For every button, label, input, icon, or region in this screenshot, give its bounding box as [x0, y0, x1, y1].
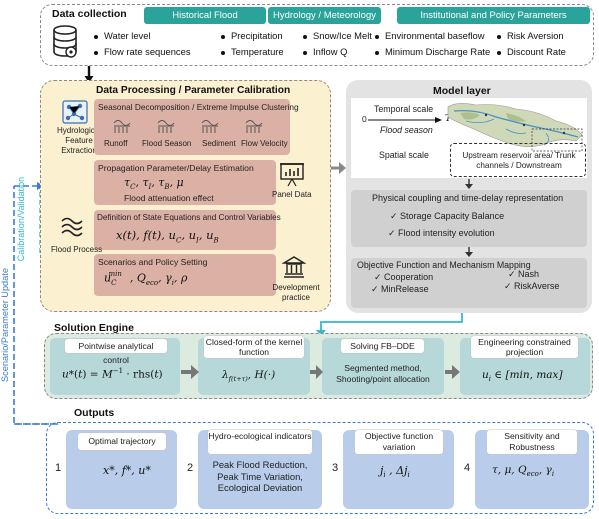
solution-card-4-math: ui ∈ [min, max] [482, 369, 563, 384]
output-card-2-label: Hydro-ecological indicators [208, 430, 312, 454]
output-card-1-label: Optimal trajectory [78, 433, 166, 450]
spatial-scale-label: Spatial scale [379, 150, 429, 160]
tab-hydrology-meteorology[interactable]: Hydrology / Meteorology [268, 7, 381, 24]
data-processing-title: Data Processing / Parameter Calibration [96, 85, 291, 96]
panel-data-label: Panel Data [272, 190, 312, 199]
output-card-4-math: τ, μ, Qeco, γi [492, 464, 555, 479]
output-num-2: 2 [187, 462, 194, 474]
flood-process-label: Flood Process [51, 245, 103, 254]
model-layer-title: Model layer [433, 85, 491, 97]
output-card-2-text: Peak Flood Reduction, Peak Time Variatio… [212, 459, 308, 493]
solution-card-3-label: Solving FB–DDE [341, 339, 424, 353]
basin-map [447, 103, 583, 152]
output-num-3: 3 [332, 462, 339, 474]
check-storage: ✓ Storage Capacity Balance [390, 211, 505, 221]
solution-card-4-label: Engineering constrained projection [471, 336, 578, 358]
solution-card-3-text: Segmented method, Shooting/point allocat… [336, 363, 430, 384]
outputs-panel [46, 422, 594, 514]
map-caption: Upstream reservoir area/ Trunk channels … [462, 151, 576, 170]
obj-riskaverse: ✓ RiskAverse [504, 281, 560, 291]
icon-label-flood-season: Flood Season [142, 139, 192, 148]
obj-nash: ✓ Nash [508, 269, 540, 279]
state-equations-title: Definition of State Equations and Contro… [97, 213, 281, 222]
solution-card-1-label: Pointwise analytical control [65, 339, 167, 365]
solution-card-2-label: Closed-form of the kernel function [204, 336, 304, 358]
item-risk-aversion: Risk Aversion [497, 30, 564, 41]
solution-card-2-math: λf(t+τ), H(·) [222, 369, 276, 384]
item-discount-rate: Discount Rate [497, 46, 566, 57]
propagation-subtitle: Flood attenuation effect [124, 193, 214, 203]
solution-engine-title: Solution Engine [54, 322, 134, 334]
propagation-title: Propagation Parameter/Delay Estimation [98, 163, 254, 173]
seasonal-decomposition-title: Seasonal Decomposition / Extreme Impulse… [98, 102, 299, 112]
output-card-4-label: Sensitivity and Robustness [487, 430, 577, 454]
axis-end-label: T [445, 113, 452, 124]
arrow-processing-to-model [331, 162, 346, 174]
institution-icon [282, 256, 306, 278]
state-equations-box [94, 210, 276, 250]
data-collection-panel [40, 4, 594, 66]
scenarios-title: Scenarios and Policy Setting [98, 257, 208, 267]
hydrological-feature-label: Hydrological Feature Extraction [56, 126, 102, 155]
network-icon [62, 100, 88, 124]
icon-label-flow-velocity: Flow Velocity [241, 139, 288, 148]
obj-minrelease: ✓ MinRelease [371, 284, 429, 294]
obj-cooperation: ✓ Cooperation [374, 272, 434, 282]
database-icon [53, 25, 77, 58]
propagation-box [94, 160, 276, 205]
item-flow-rate: Flow rate sequences [94, 46, 191, 57]
output-card-3-math: ji , Δji [380, 464, 410, 480]
arrow-model-1 [465, 179, 473, 189]
scenarios-box [94, 254, 276, 296]
item-snow-ice-melt: Snow/Ice Melt [303, 30, 372, 41]
temporal-scale-label: Temporal scale [374, 104, 434, 114]
checkmark-icon: ✓ [388, 228, 399, 238]
time-axis-arrow [368, 117, 442, 123]
checkmark-icon: ✓ [390, 211, 401, 221]
panel-data-icon [280, 163, 304, 187]
coupling-box [351, 190, 587, 247]
output-num-1: 1 [55, 462, 62, 474]
item-environmental-baseflow: Environmental baseflow [375, 30, 485, 41]
state-equations-math: x(t), f(t), uC, uI, uB [116, 228, 219, 245]
icon-label-sediment: Sediment [202, 139, 236, 148]
item-minimum-discharge: Minimum Discharge Rate [375, 46, 490, 57]
map-dashed-frame [450, 143, 586, 177]
item-temperature: Temperature [221, 46, 284, 57]
development-practice-label: Development practice [272, 283, 320, 302]
arrow-model-2 [465, 247, 473, 257]
check-flood-intensity: ✓ Flood intensity evolution [388, 228, 495, 238]
flood-wave-icon [61, 217, 83, 237]
icon-label-runoff: Runoff [104, 139, 128, 148]
data-collection-title: Data collection [52, 8, 127, 20]
tab-institutional-policy[interactable]: Institutional and Policy Parameters [397, 7, 590, 24]
output-card-3-label: Objective function variation [355, 430, 443, 454]
arrow-down-collection [84, 66, 94, 83]
solution-card-1-math: u*(t) = M−1 · rhs(t) [62, 367, 163, 381]
coupling-title: Physical coupling and time-delay represe… [372, 193, 564, 203]
output-card-1-math: x*, f*, u* [103, 464, 151, 477]
outputs-title: Outputs [74, 407, 115, 419]
item-precipitation: Precipitation [221, 30, 283, 41]
flood-season-label: Flood season [380, 125, 433, 135]
item-inflow-q: Inflow Q [303, 46, 347, 57]
item-water-level: Water level [94, 30, 151, 41]
tab-historical-flood[interactable]: Historical Flood Observations [144, 7, 266, 38]
objective-box [351, 258, 587, 308]
axis-start-label: 0 [362, 114, 367, 124]
propagation-math: τC, τI, τB, μ [124, 176, 184, 192]
scenarios-math: uCmin, Qeco, γi, ρ [104, 270, 188, 287]
objective-title: Objective Function and Mechanism Mapping [357, 260, 531, 270]
output-num-4: 4 [464, 462, 471, 474]
hydro-icons-row [113, 120, 263, 133]
